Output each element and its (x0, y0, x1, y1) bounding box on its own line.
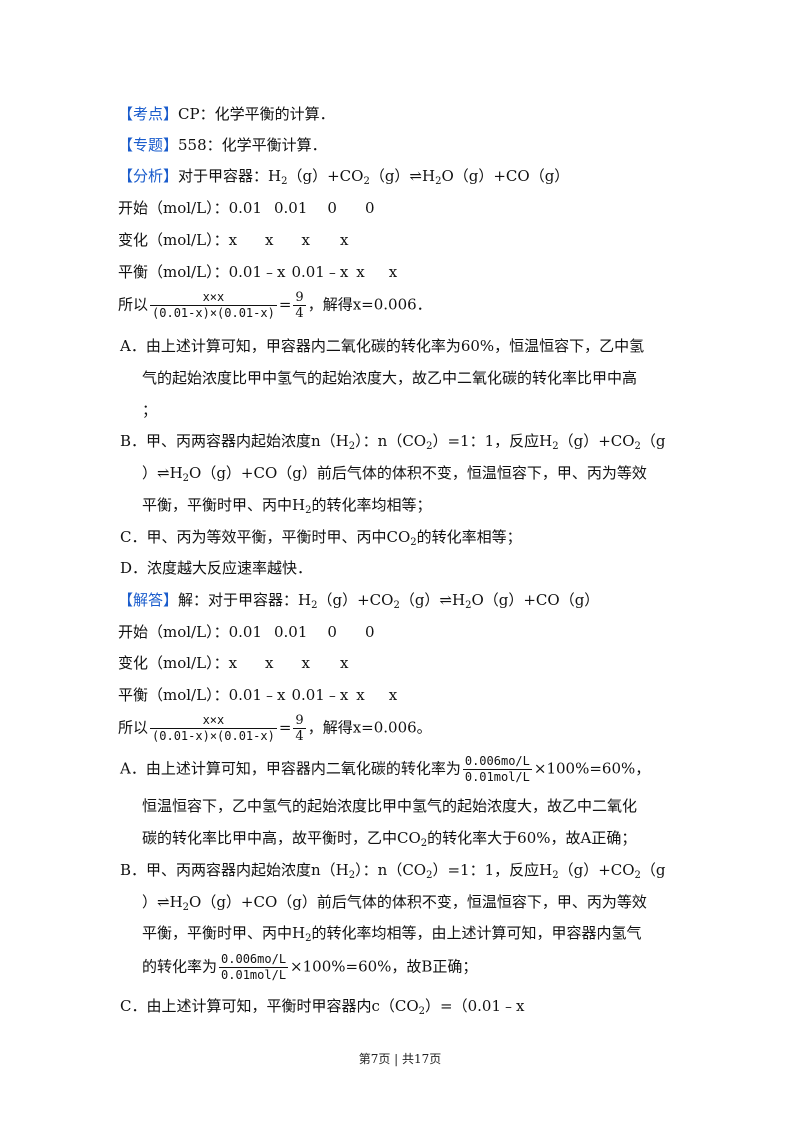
answer-option-a-line3: 碳的转化率比甲中高，故平衡时，乙中CO2的转化率大于60%，故A正确； (142, 829, 637, 849)
fraction: x×x(0.01-x)×(0.01-x) (150, 290, 277, 320)
kaodian-line: 【考点】CP：化学平衡的计算． (118, 103, 335, 125)
analysis-option-a-line3: ； (142, 401, 158, 419)
answer-header: 【解答】解：对于甲容器：H2（g）+CO2（g）⇌H2O（g）+CO（g） (118, 591, 600, 611)
answer-option-c-line1: C．由上述计算可知，平衡时甲容器内c（CO2）=（0.01﹣x (120, 997, 525, 1017)
analysis-option-a-line1: A．由上述计算可知，甲容器内二氧化碳的转化率为60%，恒温恒容下，乙中氢 (120, 337, 645, 355)
page-footer: 第7页 | 共17页 (358, 1052, 442, 1066)
answer-option-b-line1: B．甲、丙两容器内起始浓度n（H2）：n（CO2）=1：1，反应H2（g）+CO… (120, 861, 666, 881)
zhuanti-tag: 【专题】 (118, 136, 179, 154)
zhuanti-line: 【专题】558：化学平衡计算． (118, 134, 327, 156)
analysis-option-b-line2: ）⇌H2O（g）+CO（g）前后气体的体积不变，恒温恒容下，甲、丙为等效 (142, 464, 647, 484)
analysis-option-d: D．浓度越大反应速率越快． (120, 559, 313, 577)
kaodian-tag: 【考点】 (118, 105, 179, 123)
analysis-tag: 【分析】 (118, 167, 179, 185)
answer-option-b-line2: ）⇌H2O（g）+CO（g）前后气体的体积不变，恒温恒容下，甲、丙为等效 (142, 893, 647, 913)
answer-tag: 【解答】 (118, 591, 179, 609)
analysis-option-b-line1: B．甲、丙两容器内起始浓度n（H2）：n（CO2）=1：1，反应H2（g）+CO… (120, 432, 666, 452)
analysis-option-b-line3: 平衡，平衡时甲、丙中H2的转化率均相等； (142, 496, 432, 516)
answer-option-b-line3: 平衡，平衡时甲、丙中H2的转化率均相等，由上述计算可知，甲容器内氢气 (142, 924, 642, 944)
analysis-option-a-line2: 气的起始浓度比甲中氢气的起始浓度大，故乙中二氧化碳的转化率比甲中高 (142, 369, 638, 387)
zhuanti-text: 558：化学平衡计算． (178, 136, 327, 154)
kaodian-text: CP：化学平衡的计算． (178, 105, 335, 123)
fraction: x×x(0.01-x)×(0.01-x) (150, 713, 277, 743)
answer-option-a-line2: 恒温恒容下，乙中氢气的起始浓度比甲中氢气的起始浓度大，故乙中二氧化 (142, 797, 638, 815)
analysis-option-c: C．甲、丙为等效平衡，平衡时甲、丙中CO2的转化率相等； (120, 528, 522, 548)
analysis-header: 【分析】对于甲容器：H2（g）+CO2（g）⇌H2O（g）+CO（g） (118, 167, 570, 187)
